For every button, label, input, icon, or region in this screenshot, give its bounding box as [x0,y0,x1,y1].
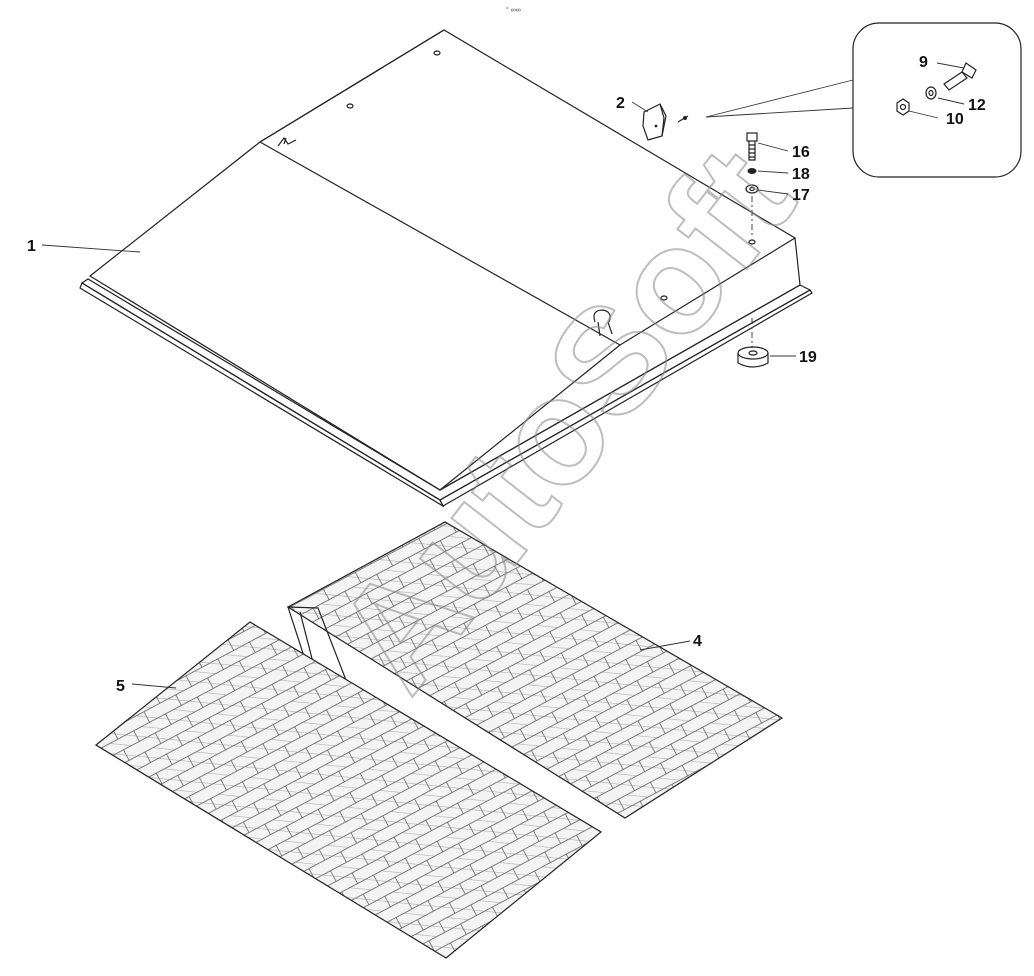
callout-1: 1 [27,238,36,255]
callout-2: 2 [616,95,625,112]
callout-16: 16 [792,144,810,161]
hardware-stack [745,132,759,238]
callout-18: 18 [792,166,810,183]
spacer-part-19 [737,318,769,368]
detail-balloon [705,22,1022,178]
callout-17: 17 [792,187,810,204]
callout-10: 10 [946,111,964,128]
nut-icon [896,98,910,116]
callout-9: 9 [919,54,928,71]
bracket-part-2 [642,103,689,141]
tiny-mark: ° ∞∞ [506,6,521,14]
callout-5: 5 [116,678,125,695]
callout-19: 19 [799,349,817,366]
roof-panel [79,29,813,508]
callout-12: 12 [968,97,986,114]
washer-icon [925,86,937,100]
callout-4: 4 [693,633,702,650]
bolt-icon [943,62,977,91]
floor-mat-part-5 [94,621,603,959]
